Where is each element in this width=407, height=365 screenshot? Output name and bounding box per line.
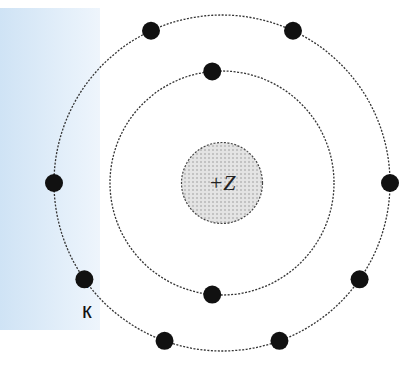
electron (203, 286, 221, 304)
cropped-text: . (84, 268, 90, 294)
electron (351, 270, 369, 288)
side-panel (0, 8, 100, 330)
electron (45, 174, 63, 192)
electron (381, 174, 399, 192)
electron (142, 22, 160, 40)
inner-orbit (110, 71, 334, 295)
nucleus-circle: +Z (180, 141, 264, 225)
electron (270, 332, 288, 350)
outer-orbit (54, 15, 390, 351)
nucleus-charge: +Z (208, 170, 235, 196)
electron (203, 62, 221, 80)
cropped-text: к (82, 298, 92, 324)
electron (284, 22, 302, 40)
electron (156, 332, 174, 350)
electrons (45, 22, 399, 350)
